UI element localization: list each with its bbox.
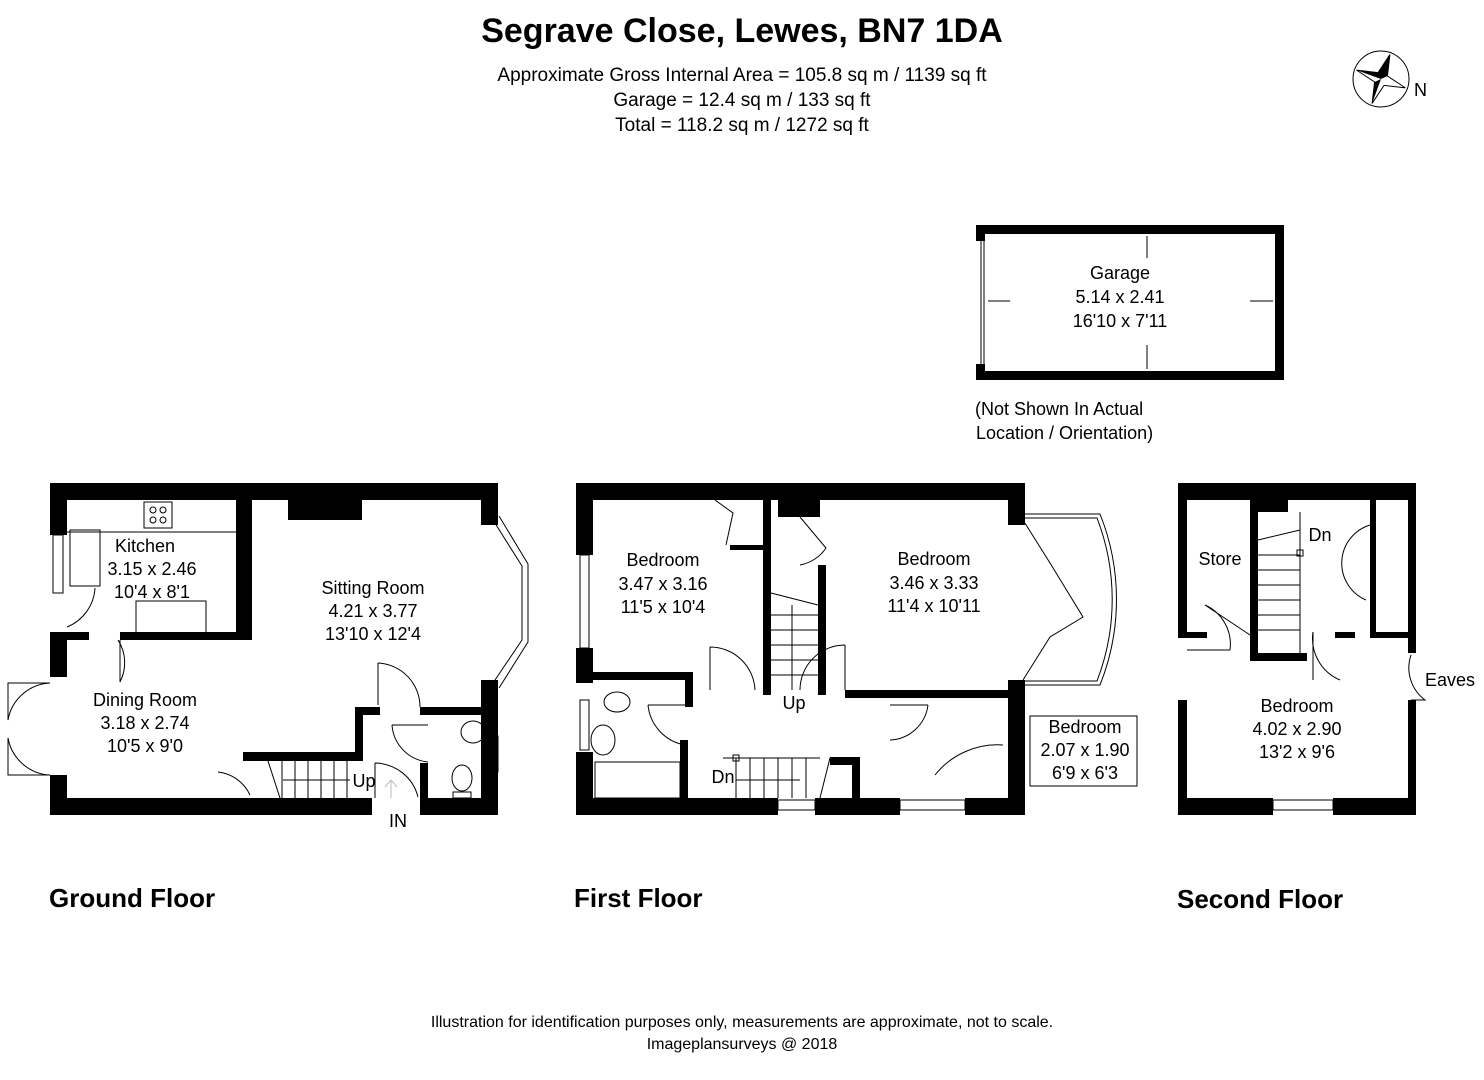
ground-floor-stairs [217, 760, 350, 799]
garage-area: Garage = 12.4 sq m / 133 sq ft [613, 90, 871, 111]
first-floor-stairs [723, 592, 831, 799]
room-metric: 3.47 x 3.16 [618, 574, 707, 594]
room-name: Sitting Room [321, 578, 424, 598]
ground-floor-plan: Kitchen 3.15 x 2.46 10'4 x 8'1 Sitting R… [7, 483, 529, 831]
stairs-up-label: Up [782, 693, 805, 713]
ground-floor-label: Ground Floor [49, 883, 216, 913]
area-summary: Approximate Gross Internal Area = 105.8 … [0, 63, 1484, 138]
room-imperial: 13'10 x 12'4 [325, 624, 421, 644]
garage-imperial: 16'10 x 7'11 [1073, 311, 1168, 331]
disclaimer: Illustration for identification purposes… [430, 1014, 1054, 1031]
room-imperial: 13'2 x 9'6 [1259, 742, 1335, 762]
room-name: Bedroom [897, 549, 970, 569]
first-floor-plan: Bedroom 3.47 x 3.16 11'5 x 10'4 Bedroom … [576, 483, 1138, 815]
room-name: Bedroom [1048, 717, 1121, 737]
garage-note-line2: Location / Orientation) [976, 423, 1153, 443]
total-area: Total = 118.2 sq m / 1272 sq ft [615, 115, 869, 136]
hob-icon [143, 501, 173, 529]
page-title: Segrave Close, Lewes, BN7 1DA [481, 12, 1003, 50]
second-floor-stairs [1257, 512, 1304, 653]
room-imperial: 11'5 x 10'4 [621, 597, 706, 617]
compass-icon: N [1352, 50, 1427, 108]
room-imperial: 11'4 x 10'11 [887, 596, 980, 616]
room-imperial: 10'5 x 9'0 [107, 736, 183, 756]
room-metric: 4.02 x 2.90 [1252, 719, 1341, 739]
eaves-label: Eaves [1425, 670, 1475, 690]
compass-north-label: N [1414, 80, 1427, 100]
garage-name: Garage [1090, 263, 1150, 283]
room-name: Kitchen [115, 536, 175, 556]
garage-plan: Garage 5.14 x 2.41 16'10 x 7'11 (Not Sho… [975, 225, 1284, 443]
room-metric: 4.21 x 3.77 [328, 601, 417, 621]
credit: Imageplansurveys @ 2018 [646, 1036, 838, 1053]
room-name: Bedroom [626, 550, 699, 570]
garage-note-line1: (Not Shown In Actual [975, 399, 1143, 419]
room-metric: 2.07 x 1.90 [1040, 740, 1129, 760]
stairs-up-label: Up [352, 771, 375, 791]
store-label: Store [1198, 549, 1241, 569]
room-name: Dining Room [93, 690, 197, 710]
room-metric: 3.18 x 2.74 [100, 713, 189, 733]
room-imperial: 6'9 x 6'3 [1052, 763, 1118, 783]
gross-internal-area: Approximate Gross Internal Area = 105.8 … [497, 65, 987, 86]
room-metric: 3.46 x 3.33 [889, 573, 978, 593]
second-floor-plan: Store Dn Eaves Bedroom 4.02 x 2.90 13'2 … [1178, 483, 1475, 815]
second-floor-label: Second Floor [1177, 884, 1344, 914]
footer: Illustration for identification purposes… [0, 1012, 1484, 1056]
room-metric: 3.15 x 2.46 [107, 559, 196, 579]
room-imperial: 10'4 x 8'1 [114, 582, 190, 602]
entrance-label: IN [389, 811, 407, 831]
garage-metric: 5.14 x 2.41 [1075, 287, 1164, 307]
room-name: Bedroom [1260, 696, 1333, 716]
stairs-down-label: Dn [1308, 525, 1331, 545]
stairs-down-label: Dn [711, 767, 734, 787]
first-floor-label: First Floor [574, 883, 703, 913]
